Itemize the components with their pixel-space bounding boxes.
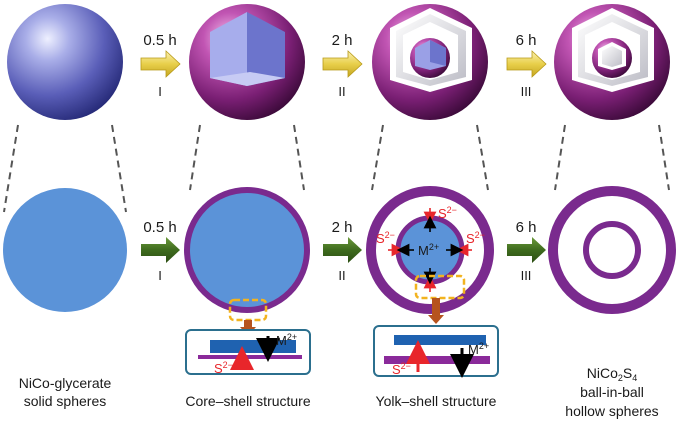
caption-final-line1: NiCo2S4	[587, 365, 638, 383]
s2-label-top: S2−	[438, 205, 457, 221]
yolk-shell-sphere-3d	[372, 4, 488, 120]
time-label-bottom-3: 6 h	[516, 219, 537, 236]
core-shell-2d	[184, 187, 310, 313]
inset2-m2-label: M2+	[468, 341, 489, 357]
captions: NiCo-glycerate solid spheres Core–shell …	[19, 365, 659, 419]
step-arrow-top-3	[506, 50, 547, 78]
step-label-bottom-1: I	[158, 268, 162, 283]
ball-in-ball-sphere-3d	[554, 4, 670, 120]
m2-label-center: M2+	[418, 242, 439, 258]
step-label-top-2: II	[338, 84, 345, 99]
core-shell-sphere-3d	[189, 4, 305, 120]
bottom-row: 0.5 h I 2 h II 6 h III M2+ S2− S2− S2−	[3, 186, 676, 336]
caption-final-line3: hollow spheres	[565, 403, 658, 419]
s2-label-left: S2−	[376, 230, 395, 246]
step-arrow-bottom-2	[323, 237, 362, 263]
time-label-bottom-2: 2 h	[332, 219, 353, 236]
step-label-top-1: I	[158, 84, 162, 99]
inset1-m2-label: M2+	[276, 332, 297, 348]
s2-label-right: S2−	[466, 230, 485, 246]
caption-solid-line1: NiCo-glycerate	[19, 375, 112, 391]
step-arrow-bottom-1	[141, 237, 180, 263]
step-arrow-top-1	[140, 50, 181, 78]
step-label-bottom-3: III	[521, 268, 532, 283]
core-shell-inset: M2+ S2−	[185, 329, 311, 376]
top-row: 0.5 h I 2 h II 6 h III	[7, 4, 670, 120]
zoom-lines	[3, 124, 670, 213]
caption-solid-line2: solid spheres	[24, 393, 107, 409]
step-label-bottom-2: II	[338, 268, 345, 283]
caption-yolk-shell: Yolk–shell structure	[376, 393, 497, 409]
time-label-top-2: 2 h	[332, 32, 353, 49]
solid-sphere-2d	[3, 188, 127, 312]
time-label-bottom-1: 0.5 h	[143, 219, 176, 236]
ball-in-ball-2d	[548, 186, 676, 314]
zoom-arrow-core-shell	[240, 320, 256, 336]
inset2-s2-label: S2−	[392, 361, 411, 377]
step-arrow-bottom-3	[507, 237, 546, 263]
zoom-arrow-yolk-shell	[428, 298, 444, 324]
step-arrow-top-2	[322, 50, 363, 78]
time-label-top-3: 6 h	[516, 32, 537, 49]
inset1-s2-label: S2−	[214, 360, 233, 376]
caption-final-line2: ball-in-ball	[580, 384, 644, 400]
step-label-top-3: III	[521, 84, 532, 99]
solid-sphere-3d	[7, 4, 123, 120]
time-label-top-1: 0.5 h	[143, 32, 176, 49]
yolk-shell-inset: M2+ S2−	[373, 325, 499, 378]
caption-core-shell: Core–shell structure	[185, 393, 310, 409]
